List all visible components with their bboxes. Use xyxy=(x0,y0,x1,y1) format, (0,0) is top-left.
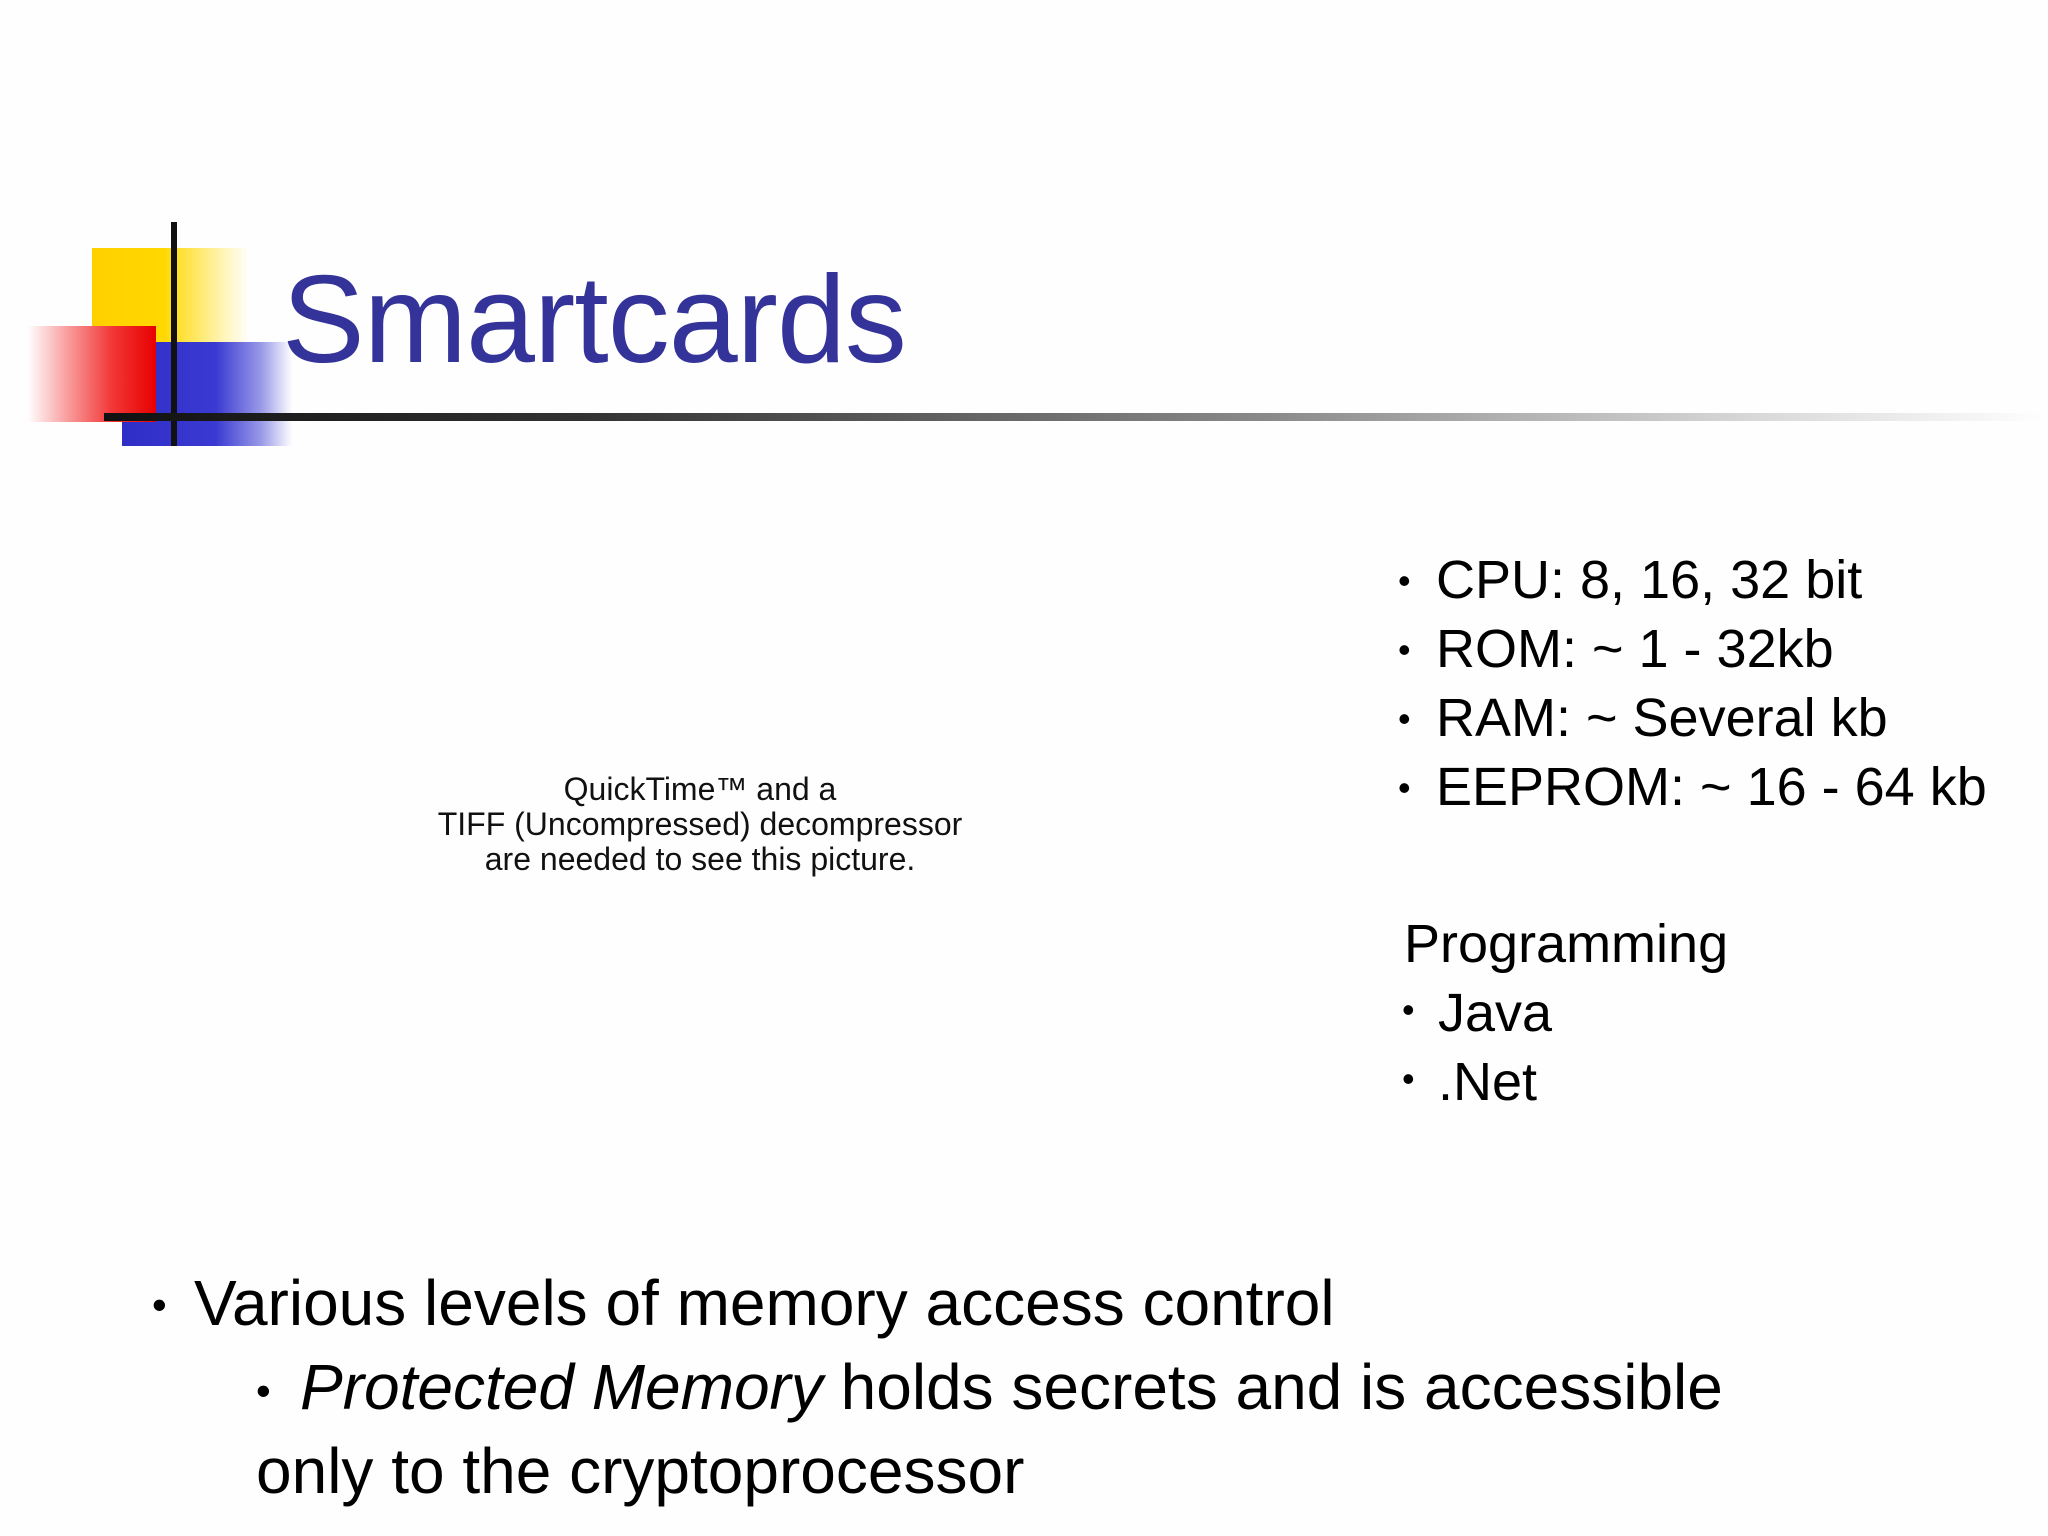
main-bullet-text: Various levels of memory access control xyxy=(194,1267,1335,1339)
bullet-icon: • xyxy=(1402,989,1415,1030)
sub-bullet-continuation: only to the cryptoprocessor xyxy=(256,1435,1025,1507)
placeholder-line: are needed to see this picture. xyxy=(484,841,916,877)
spec-text: ROM: ~ 1 - 32kb xyxy=(1436,619,1834,679)
emphasis-text: Protected Memory xyxy=(300,1351,823,1423)
programming-list: • Java • .Net xyxy=(1402,979,1552,1117)
main-bullet: • Various levels of memory access contro… xyxy=(152,1263,1335,1343)
programming-item: .Net xyxy=(1438,1052,1538,1112)
placeholder-line: TIFF (Uncompressed) decompressor xyxy=(437,806,963,842)
bullet-icon: • xyxy=(1398,698,1411,739)
bullet-icon: • xyxy=(152,1281,167,1328)
image-placeholder: QuickTime™ and a TIFF (Uncompressed) dec… xyxy=(380,772,1020,877)
slide-title: Smartcards xyxy=(282,251,907,389)
list-item: • .Net xyxy=(1402,1048,1552,1117)
sub-bullet: • Protected Memory holds secrets and is a… xyxy=(256,1345,1856,1513)
list-item: • ROM: ~ 1 - 32kb xyxy=(1398,615,2038,684)
list-item: • RAM: ~ Several kb xyxy=(1398,684,2038,753)
programming-heading: Programming xyxy=(1404,914,1729,974)
bullet-icon: • xyxy=(1398,629,1411,670)
programming-item: Java xyxy=(1438,983,1553,1043)
bullet-icon: • xyxy=(256,1367,271,1414)
list-item: • CPU: 8, 16, 32 bit xyxy=(1398,546,2038,615)
logo-red-square xyxy=(28,326,156,422)
logo-vertical-line xyxy=(171,222,177,446)
list-item: • EEPROM: ~ 16 - 64 kb xyxy=(1398,753,2038,822)
list-item: • Java xyxy=(1402,979,1552,1048)
sub-bullet-text: holds secrets and is accessible xyxy=(822,1351,1723,1423)
bullet-icon: • xyxy=(1398,560,1411,601)
bullet-icon: • xyxy=(1398,767,1411,808)
spec-text: CPU: 8, 16, 32 bit xyxy=(1436,550,1863,610)
title-underline xyxy=(104,413,2044,421)
bullet-icon: • xyxy=(1402,1058,1415,1099)
placeholder-line: QuickTime™ and a xyxy=(563,771,837,807)
specs-list: • CPU: 8, 16, 32 bit • ROM: ~ 1 - 32kb • RA… xyxy=(1398,546,2038,822)
spec-text: RAM: ~ Several kb xyxy=(1436,688,1888,748)
corner-logo xyxy=(0,0,320,460)
sub-bullet-line: • Protected Memory holds secrets and is a… xyxy=(256,1345,1856,1429)
spec-text: EEPROM: ~ 16 - 64 kb xyxy=(1436,757,1987,817)
